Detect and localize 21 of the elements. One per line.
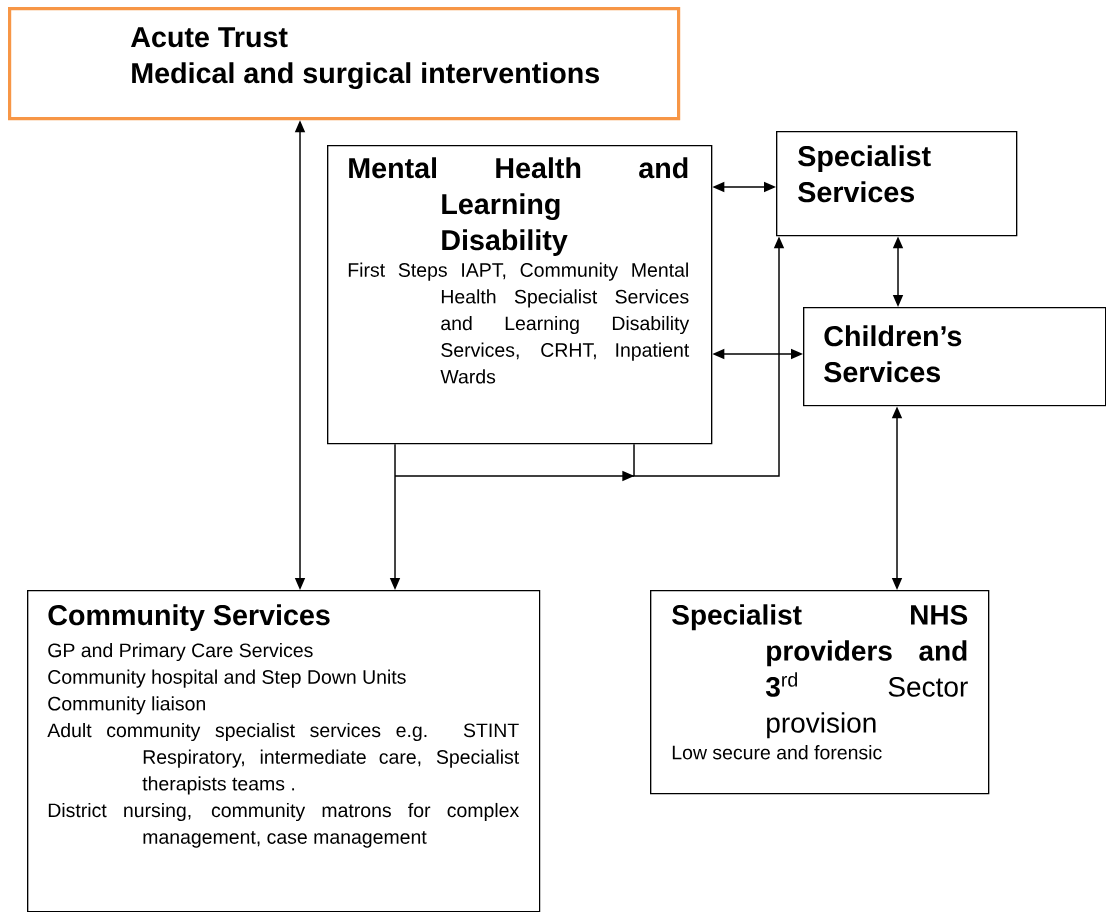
node-label: Low secure and forensic: [672, 745, 882, 760]
node-label: Adult community specialist services e.g. STINT Respiratory, intermediate care, Specialist therapists teams .: [47, 722, 520, 795]
title-box: [8, 7, 681, 121]
service-box: [803, 307, 1106, 407]
node-label: Medical and surgical interventions: [132, 62, 600, 90]
node-label: GP and Primary Care Services: [48, 642, 313, 662]
node-label: Specialist NHS providers and 3$^{rd}$ Sector provision: [672, 604, 968, 739]
node-label: Children’s Services: [824, 325, 962, 383]
node-label: Mental Health and Learning Disability: [349, 157, 688, 256]
node-label: Community liaison: [48, 696, 205, 715]
node-label: Specialist Services: [798, 145, 931, 203]
service-box: [27, 590, 541, 912]
node-label: District nursing, community matrons for complex management, case management: [48, 802, 519, 848]
connector-line: [394, 475, 635, 477]
node-label: Community hospital and Step Down Units: [48, 669, 406, 688]
service-box: [650, 590, 990, 795]
service-box: [776, 131, 1018, 237]
node-label: First Steps IAPT, Community Mental Health Specialist Services and Learning Disability Services, CRHT, Inpatient Wards: [348, 262, 690, 384]
node-label: Acute Trust: [130, 27, 288, 48]
node-label: Community Services: [48, 604, 330, 631]
service-box: [327, 145, 713, 445]
